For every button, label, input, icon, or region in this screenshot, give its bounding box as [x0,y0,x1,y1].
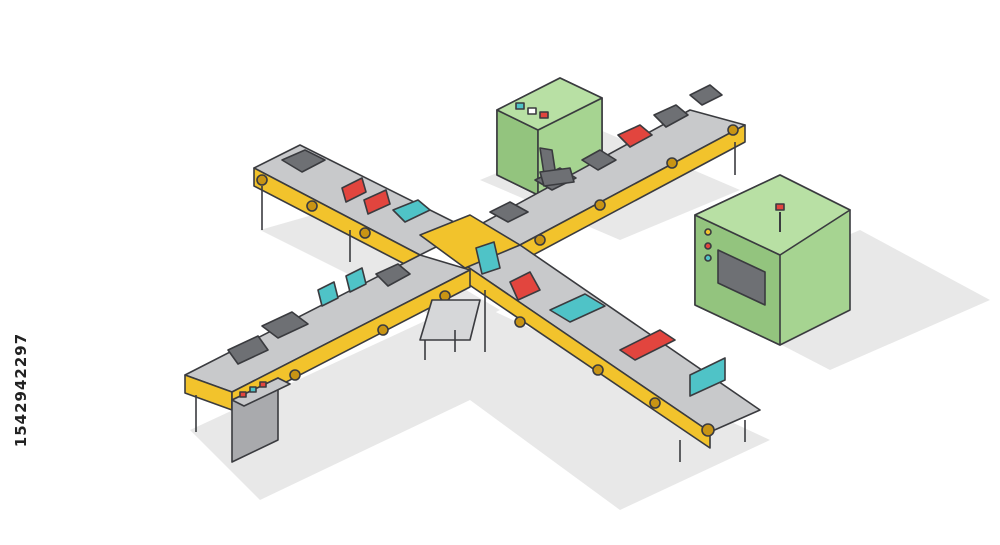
robotic-arm [539,147,575,187]
side-id-text: 1542942297 [12,332,30,448]
conveyor-front-left [184,254,471,432]
conveyor-back-left [253,144,471,273]
machine-right-green [694,174,851,346]
conveyor-items [227,84,726,397]
control-cabinet [231,377,291,463]
side-id-text-container: 1542942297 [6,300,36,480]
machine-back-green [496,77,603,196]
support-legs [424,330,456,360]
